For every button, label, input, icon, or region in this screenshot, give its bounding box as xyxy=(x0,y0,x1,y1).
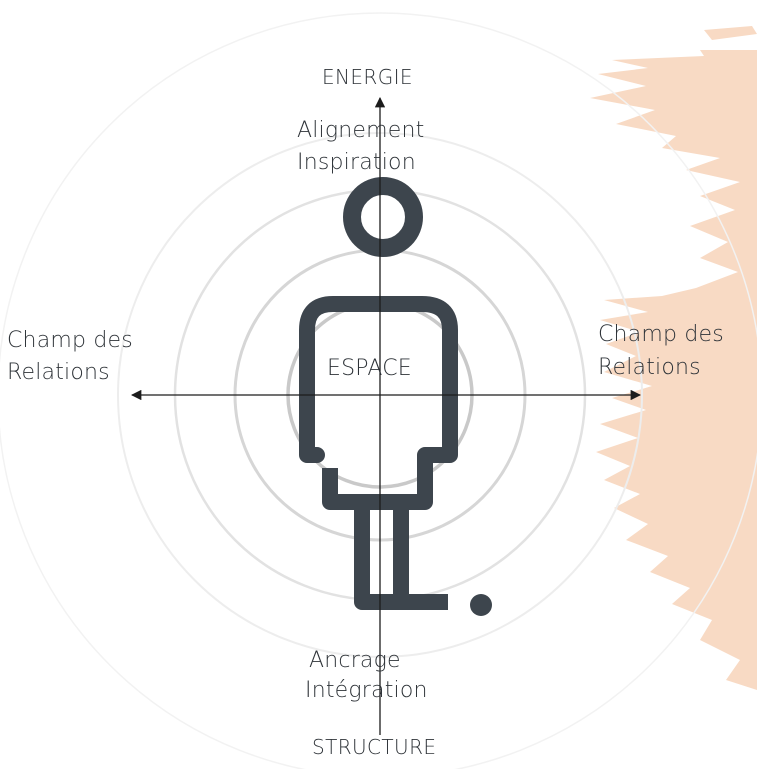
label-right-relations: Relations xyxy=(598,355,701,380)
person-dot xyxy=(470,594,492,616)
person-icon xyxy=(299,177,492,616)
label-right-champ-des: Champ des xyxy=(598,322,724,347)
label-inspiration: Inspiration xyxy=(297,150,416,175)
label-left-relations: Relations xyxy=(7,360,110,385)
brush-stroke-fleck xyxy=(704,26,757,40)
person-legs xyxy=(354,502,448,610)
label-espace: ESPACE xyxy=(327,356,412,381)
label-integration: Intégration xyxy=(305,678,428,703)
person-head xyxy=(343,177,423,257)
label-alignement: Alignement xyxy=(297,118,425,143)
ring-5 xyxy=(0,12,757,774)
label-ancrage: Ancrage xyxy=(309,648,401,673)
brush-stroke-decoration xyxy=(590,26,757,690)
brush-stroke-fleck xyxy=(745,196,757,222)
label-left-champ-des: Champ des xyxy=(7,328,133,353)
person-body-right xyxy=(322,296,458,510)
person-body-left xyxy=(299,296,396,463)
axes xyxy=(130,96,642,735)
brush-stroke xyxy=(590,50,757,690)
label-structure: STRUCTURE xyxy=(312,735,437,759)
label-energie: ENERGIE xyxy=(322,65,413,89)
